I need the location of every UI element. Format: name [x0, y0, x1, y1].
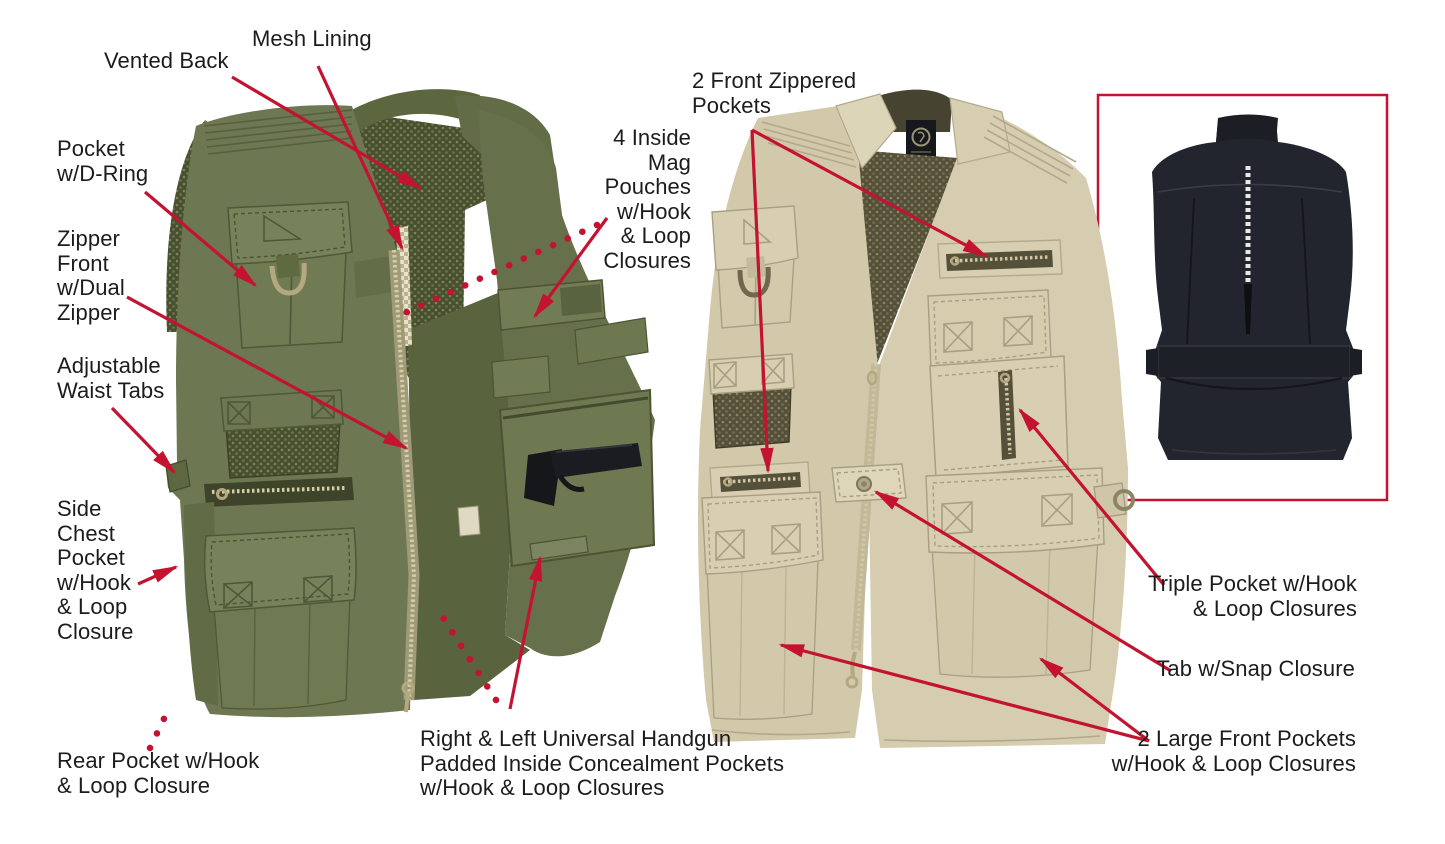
khaki-mesh-lining — [856, 150, 958, 364]
arrow-handgun-pocket — [508, 555, 543, 710]
callout-arrows — [110, 65, 1172, 752]
back-waist-band — [1157, 345, 1351, 379]
dotted-line-mag-pouches — [390, 221, 601, 322]
label-rear-pocket: Rear Pocket w/Hook & Loop Closure — [57, 748, 260, 798]
olive-collar — [348, 89, 480, 134]
khaki-vest — [698, 89, 1135, 748]
dotted-line-handgun-left — [436, 609, 500, 704]
khaki-collar-right — [949, 97, 1011, 165]
arrow-side-chest-pocket — [137, 565, 179, 586]
olive-d-ring-pocket — [227, 201, 353, 349]
khaki-left-zip-pocket — [709, 461, 811, 501]
arrow-zipper-front — [126, 295, 409, 450]
snap-tab — [831, 463, 907, 503]
arrow-front-zippered-left — [750, 129, 774, 474]
khaki-right-cargo-pocket — [925, 467, 1105, 678]
label-handgun-pockets: Right & Left Universal Handgun Padded In… — [420, 726, 785, 800]
d-ring — [269, 262, 307, 296]
dotted-line-rear-pocket — [146, 702, 174, 752]
black-vest-back — [1146, 114, 1362, 460]
black-vest-collar — [1216, 114, 1278, 142]
olive-side-chest-zipper — [204, 477, 354, 507]
care-label — [457, 505, 481, 537]
khaki-d-ring-pocket — [711, 205, 799, 329]
handgun — [524, 443, 642, 506]
label-large-front-pockets: 2 Large Front Pockets w/Hook & Loop Clos… — [1111, 726, 1356, 776]
arrow-large-pockets-left — [778, 643, 1150, 743]
olive-front-zipper — [388, 249, 420, 713]
label-mesh-lining: Mesh Lining — [252, 26, 372, 51]
rear-game-pocket-flap — [1165, 376, 1343, 391]
back-zipper-slit — [1244, 284, 1252, 334]
label-front-zippered-pockets: 2 Front Zippered Pockets — [692, 68, 857, 118]
arrow-large-pockets-right — [1038, 657, 1150, 743]
label-zipper-front: Zipper Front w/Dual Zipper — [57, 226, 125, 325]
arrow-mag-pouches — [533, 217, 609, 319]
concealment-holster-pocket — [498, 388, 656, 568]
arrow-vented-back — [231, 75, 423, 190]
olive-waist-tab — [165, 459, 191, 493]
arrow-tab-snap — [873, 490, 1172, 673]
triple-pocket — [929, 355, 1069, 479]
label-pocket-d-ring: Pocket w/D-Ring — [57, 136, 149, 186]
olive-armhole-mesh — [166, 120, 215, 332]
label-side-chest-pocket: Side Chest Pocket w/Hook & Loop Closure — [57, 496, 134, 644]
d-ring — [737, 266, 771, 298]
arrow-front-zippered-right — [751, 128, 989, 258]
olive-vest — [165, 89, 656, 718]
arrow-mesh-lining — [316, 65, 404, 251]
hook-loop-strip — [529, 535, 589, 561]
olive-cargo-pocket — [184, 502, 357, 710]
label-adjustable-waist-tabs: Adjustable Waist Tabs — [57, 353, 165, 403]
inside-strap-lower — [491, 355, 551, 399]
label-vented-back: Vented Back — [104, 48, 229, 73]
khaki-collar-left — [835, 93, 897, 170]
label-triple-pocket: Triple Pocket w/Hook & Loop Closures — [1147, 571, 1357, 621]
arrow-adjustable-waist-tabs — [110, 406, 176, 474]
arrow-triple-pocket — [1018, 408, 1166, 587]
label-inside-mag-pouches: 4 Inside Mag Pouches w/Hook & Loop Closu… — [603, 125, 691, 273]
inside-strap-right — [574, 317, 649, 365]
hem-split — [860, 690, 872, 748]
back-view-inset — [1096, 93, 1389, 502]
khaki-mesh-pocket — [708, 353, 795, 449]
khaki-right-zip-pocket — [937, 239, 1063, 279]
arrow-pocket-d-ring — [143, 190, 257, 287]
label-tab-snap-closure: Tab w/Snap Closure — [1156, 656, 1355, 681]
khaki-left-cargo-pocket — [701, 491, 824, 720]
